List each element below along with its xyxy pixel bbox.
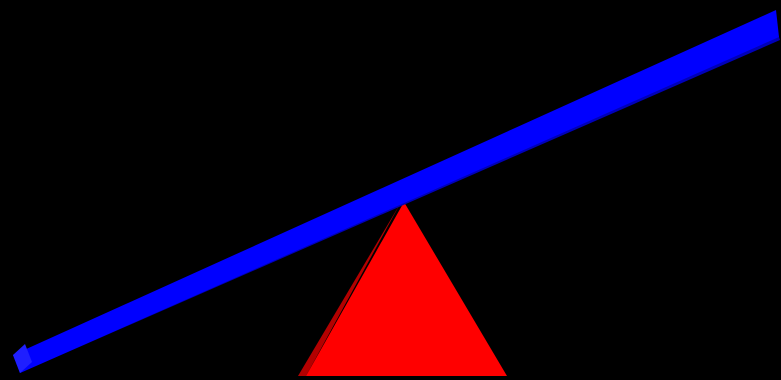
seesaw-diagram <box>0 0 781 380</box>
